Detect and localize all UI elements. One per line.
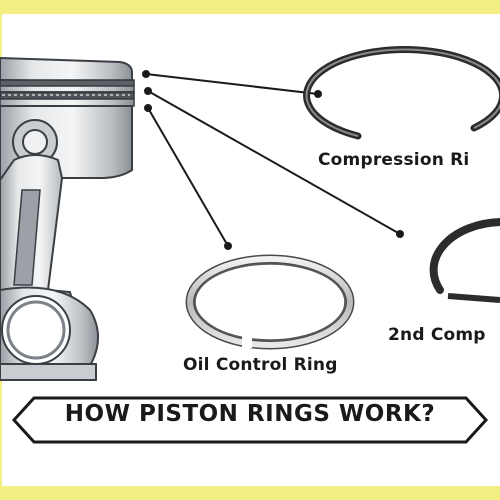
compression-ring-icon	[303, 46, 500, 140]
second-compression-ring-label: 2nd Comp	[388, 325, 486, 345]
oil-control-ring-label: Oil Control Ring	[183, 355, 338, 375]
second-compression-ring-icon	[429, 218, 500, 303]
bottom-yellow-border	[0, 486, 500, 500]
compression-ring-label: Compression Ri	[318, 150, 470, 170]
page-title: HOW PISTON RINGS WORK?	[64, 401, 436, 427]
title-banner	[11, 396, 489, 444]
pointer-lines	[142, 70, 404, 250]
connecting-rod-icon	[0, 154, 99, 381]
top-yellow-border	[0, 0, 500, 14]
oil-control-ring-icon	[185, 254, 355, 350]
